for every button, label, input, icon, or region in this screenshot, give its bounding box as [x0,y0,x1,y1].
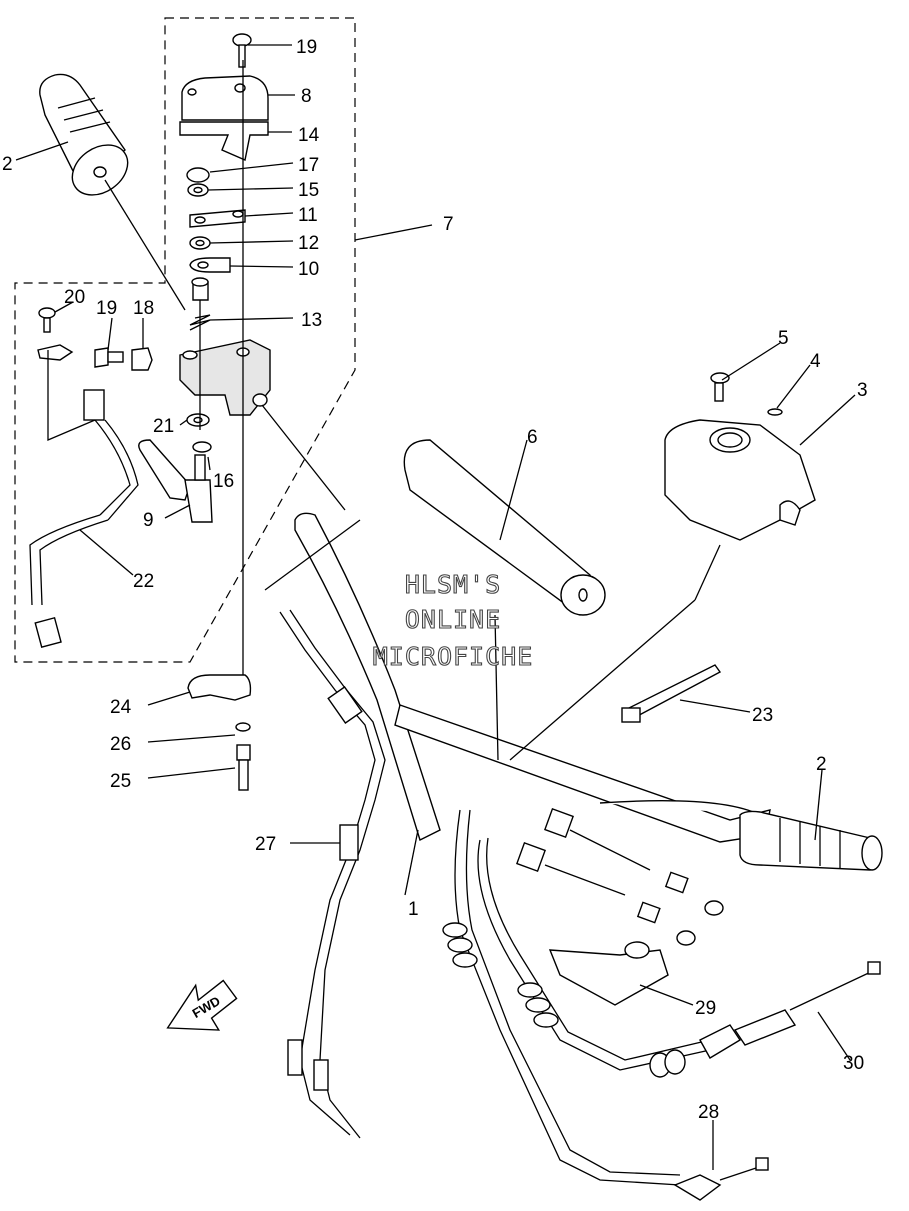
forward-arrow-icon: FWD [166,979,238,1031]
callout-9: 9 [143,510,154,531]
callout-6: 6 [527,427,538,448]
callout-23: 23 [752,705,773,726]
callout-15: 15 [298,180,319,201]
callout-14: 14 [298,125,320,146]
callout-19-side: 19 [96,298,117,319]
callout-26: 26 [110,734,131,755]
watermark-line-3: MICROFICHE [373,642,534,671]
callout-8: 8 [301,86,312,107]
handlebar-upper-holder [664,372,816,541]
handlebar-clamp-parts [187,674,252,791]
callout-10: 10 [298,259,319,280]
watermark: HLSM'S ONLINE MICROFICHE [372,569,534,671]
handlebar [261,404,883,871]
callout-18: 18 [133,298,154,319]
callout-22: 22 [133,571,154,592]
crossbar-pad [403,439,606,616]
throttle-housing-stack [138,33,271,690]
callout-25: 25 [110,771,131,792]
callout-12: 12 [298,233,319,254]
callout-29: 29 [695,998,716,1019]
callout-11: 11 [298,205,318,226]
callout-27: 27 [255,834,276,855]
leader-lines [15,44,856,1170]
callout-13: 13 [301,310,322,331]
callout-19-top: 19 [296,37,317,58]
callout-labels: 1 2 2 3 4 5 6 7 8 9 10 11 12 13 14 15 16… [2,37,868,1123]
watermark-line-2: ONLINE [405,605,501,634]
callout-2-right-grip: 2 [816,754,827,775]
throttle-assembly-boundary [14,17,356,663]
cables [279,609,881,1201]
left-grip [39,73,186,311]
callout-4: 4 [810,351,821,372]
switch-wire [29,307,153,649]
callout-21: 21 [153,416,174,437]
cable-tie [621,664,722,723]
callout-3: 3 [857,380,868,401]
callout-20: 20 [64,287,85,308]
callout-2-left-grip: 2 [2,154,13,175]
callout-16: 16 [213,471,234,492]
callout-7: 7 [443,214,454,235]
callout-28: 28 [698,1102,719,1123]
watermark-line-1: HLSM'S [405,570,501,599]
callout-1: 1 [408,899,419,920]
callout-17: 17 [298,155,319,176]
callout-5: 5 [778,328,789,349]
callout-24: 24 [110,697,132,718]
callout-30: 30 [843,1053,864,1074]
